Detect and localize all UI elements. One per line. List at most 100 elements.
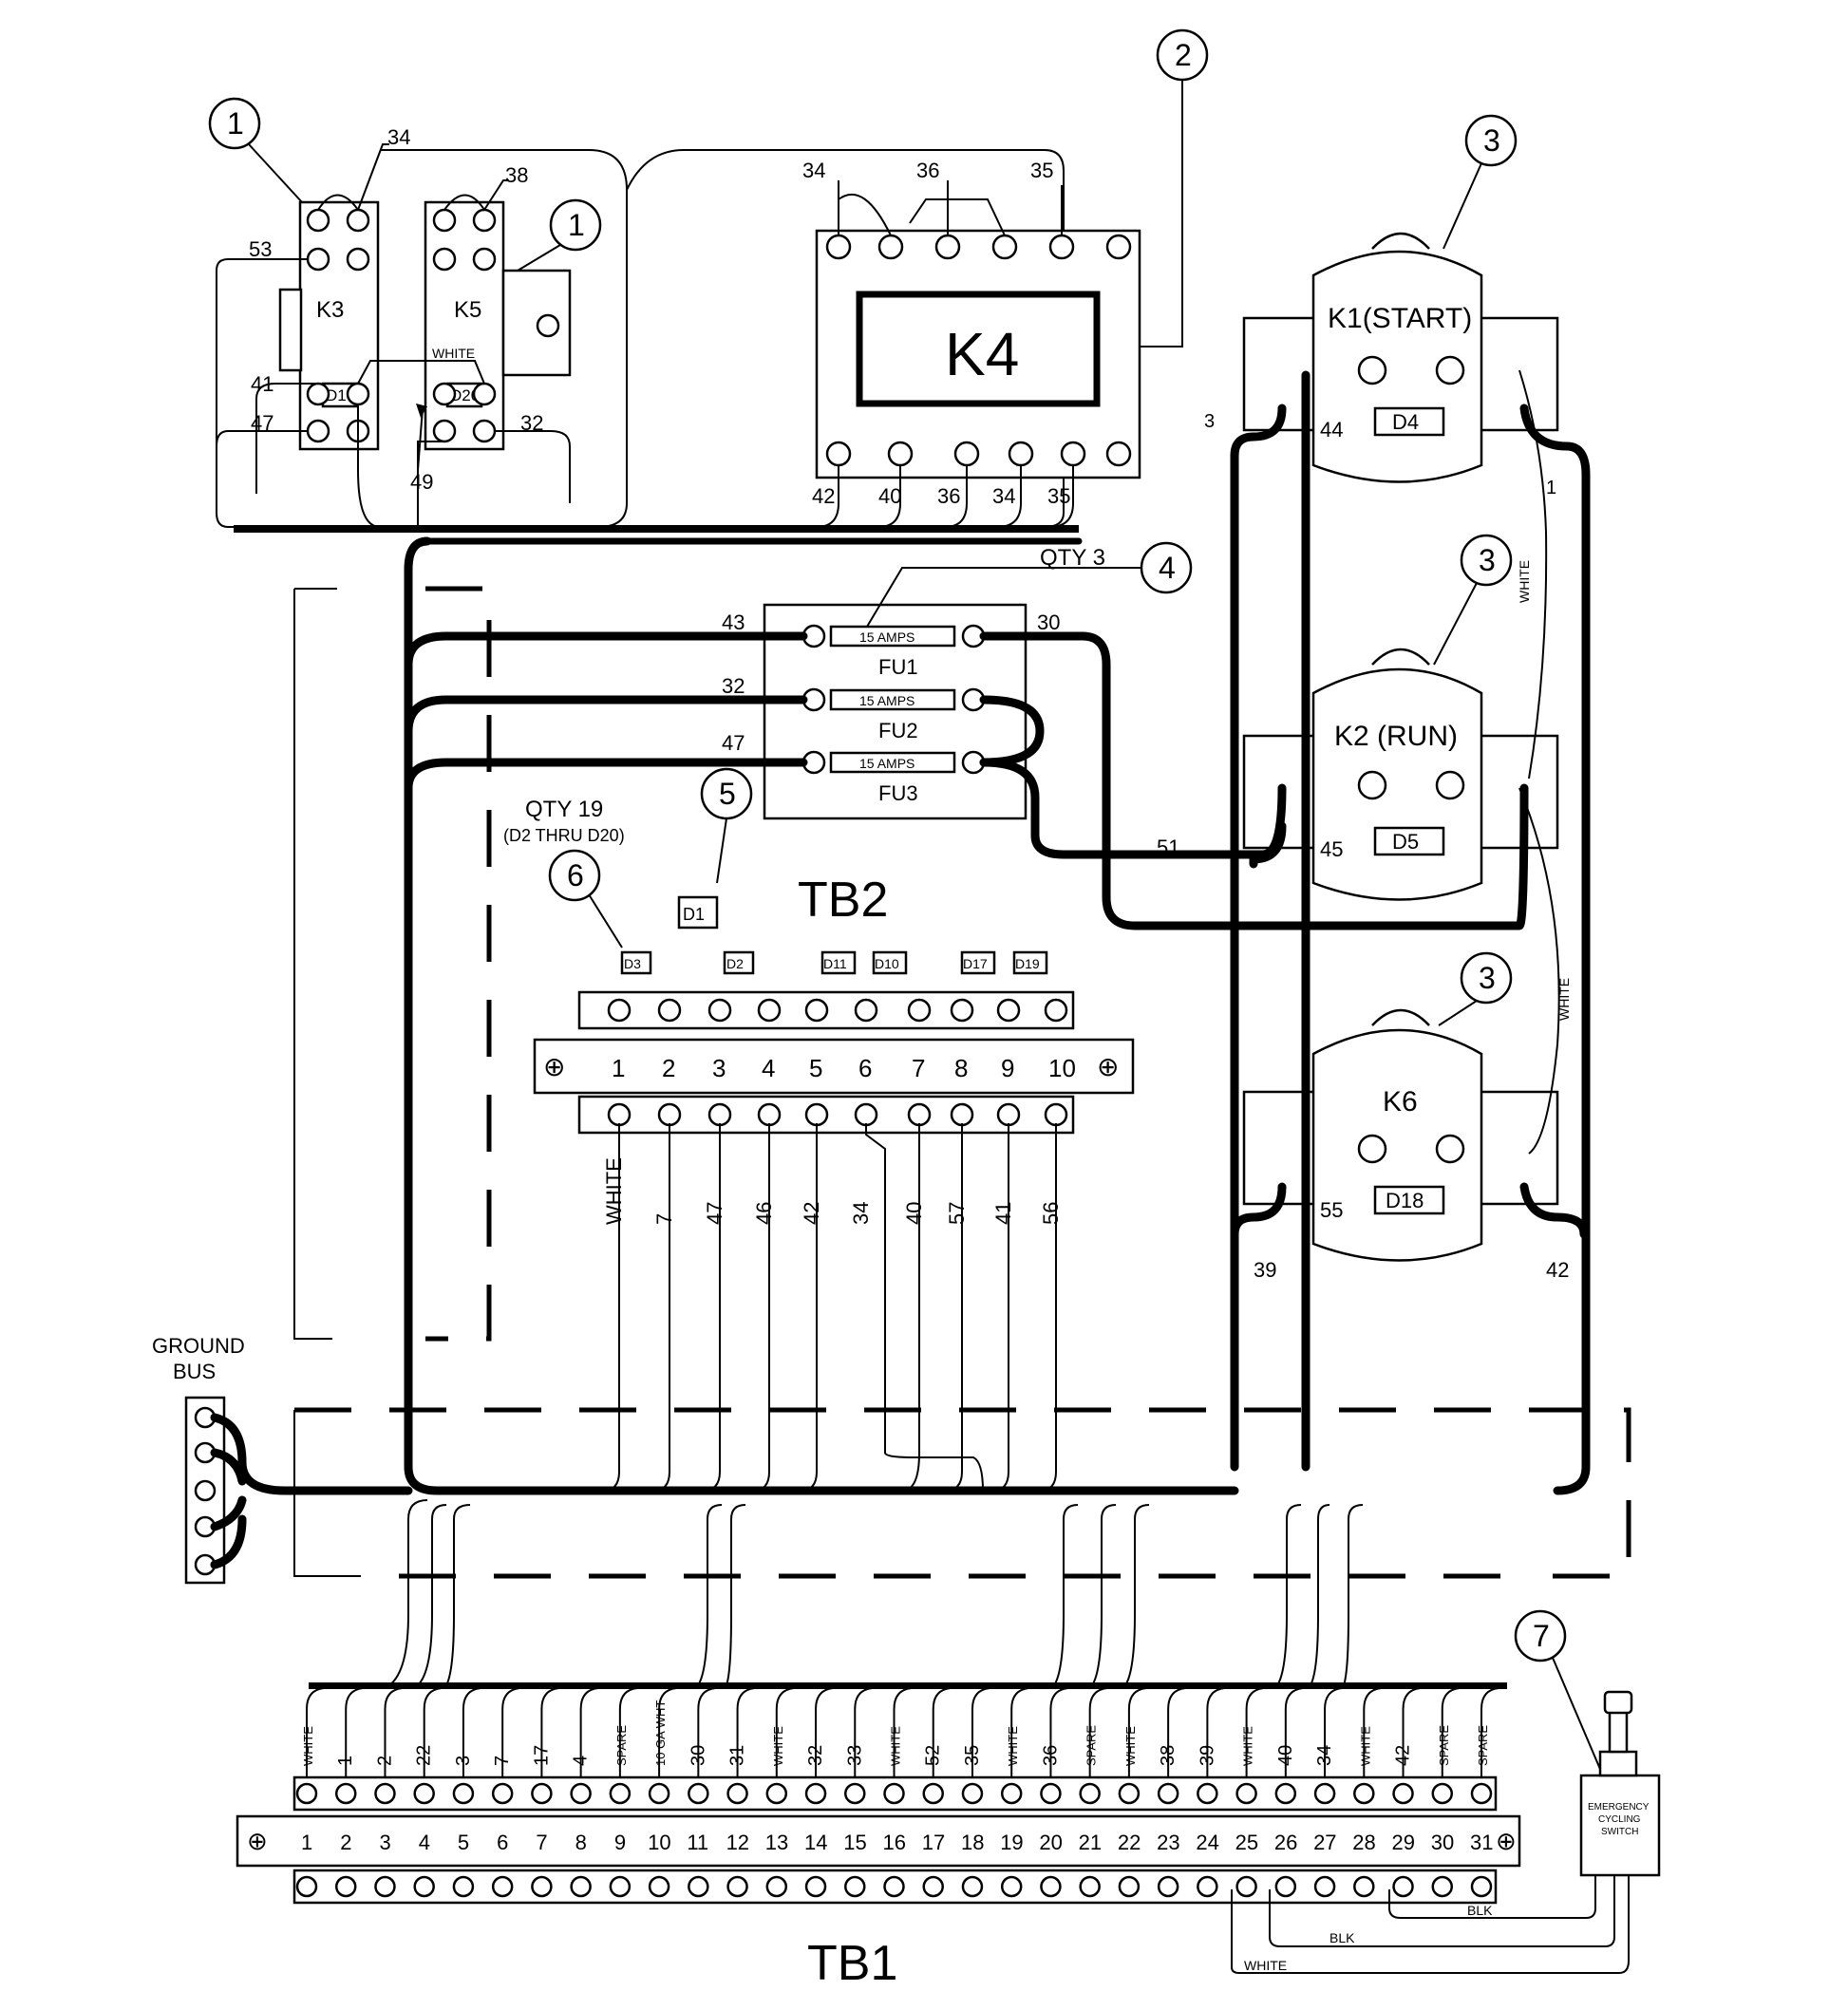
tb1-lower-screw [1431, 1875, 1454, 1898]
tb1-terminal-number: 2 [340, 1831, 351, 1854]
tb2-terminal-number: 1 [612, 1054, 625, 1082]
tb2-lower-screw [996, 1102, 1021, 1127]
tb1-lower-screw [883, 1875, 905, 1898]
svg-text:3: 3 [1204, 411, 1215, 432]
svg-text:D11: D11 [823, 956, 847, 971]
tb1-lower-screw [922, 1875, 944, 1898]
tb2-upper-screw [707, 998, 732, 1023]
tb1-terminal-number: 18 [961, 1831, 984, 1854]
tb1-lower-screw [334, 1875, 357, 1898]
tb2-upper-screw [950, 998, 974, 1023]
tb2-upper-screw [757, 998, 782, 1023]
tb2-wire-label: 41 [991, 1202, 1015, 1225]
svg-text:GROUND: GROUND [152, 1334, 245, 1358]
svg-text:42: 42 [812, 484, 835, 508]
tb1-terminal-number: 11 [687, 1831, 708, 1854]
tb1-wire [423, 1687, 442, 1783]
tb1-lower-screw [1000, 1875, 1023, 1898]
tb1-upper-screw [1040, 1782, 1062, 1805]
tb1-wire [345, 1687, 364, 1783]
svg-text:BLK: BLK [1467, 1903, 1493, 1918]
tb1-wire-label: 52 [923, 1745, 944, 1766]
svg-text:53: 53 [249, 237, 272, 261]
tb1-terminal-number: 19 [1000, 1831, 1023, 1854]
tb1-lower-screw [1157, 1875, 1179, 1898]
svg-text:K4: K4 [945, 320, 1019, 388]
svg-text:32: 32 [520, 411, 543, 435]
tb1-wire [618, 1687, 638, 1783]
tb2-lower-screw [950, 1102, 974, 1127]
tb1-upper-screw [1431, 1782, 1454, 1805]
svg-text:CYCLING: CYCLING [1598, 1814, 1641, 1825]
tb2-terminal-number: 10 [1048, 1054, 1076, 1082]
relay-panel-bar [234, 525, 1079, 533]
svg-text:EMERGENCY: EMERGENCY [1588, 1802, 1650, 1813]
svg-text:SWITCH: SWITCH [1601, 1827, 1638, 1837]
tb1-upper-screw [570, 1782, 592, 1805]
tb1-wire [697, 1687, 716, 1783]
tb1-lower-screw [1079, 1875, 1101, 1898]
tb1-upper-screw [688, 1782, 709, 1805]
tb1-terminal-number: 3 [379, 1831, 390, 1854]
svg-text:47: 47 [251, 411, 273, 435]
tb2-upper-screw [907, 998, 932, 1023]
tb1-upper-screw [804, 1782, 827, 1805]
tb1-lower-screw [452, 1875, 475, 1898]
tb1-terminal-number: 5 [458, 1831, 469, 1854]
tb1-terminal-number: 28 [1352, 1831, 1375, 1854]
tb1-upper-screw [1235, 1782, 1257, 1805]
tb1-wire-label: WHITE [1123, 1726, 1138, 1766]
svg-text:35: 35 [1030, 159, 1053, 182]
svg-text:40: 40 [878, 484, 901, 508]
ground-bus: GROUND BUS [152, 1334, 413, 1585]
tb1-lower-screw [648, 1875, 670, 1898]
svg-text:⊕: ⊕ [247, 1827, 268, 1855]
arrow-head-49 [416, 404, 427, 418]
tb2-block: ⊕ ⊕ [533, 990, 1135, 1135]
tb1-terminal-number: 7 [536, 1831, 547, 1854]
svg-text:WHITE: WHITE [432, 346, 475, 361]
svg-text:7: 7 [1533, 1619, 1550, 1653]
tb1-upper-screw [648, 1782, 670, 1805]
tb1-lower-screw [531, 1875, 553, 1898]
tb2-terminal-number: 9 [1001, 1054, 1014, 1082]
tb1-wire-label: 31 [727, 1745, 748, 1766]
svg-text:41: 41 [251, 372, 273, 396]
tb2-lower-screw [757, 1102, 782, 1127]
svg-text:K3: K3 [316, 297, 344, 323]
tb1-wire-label: 7 [492, 1756, 513, 1766]
svg-text:1: 1 [568, 208, 585, 242]
tb1-wire-label: 1 [335, 1756, 356, 1766]
tb1-wire-label: 10 GA WHT [653, 1700, 668, 1766]
tb1-wire-label: 42 [1393, 1745, 1414, 1766]
tb1-lower-screw [765, 1875, 788, 1898]
tb1-wire-label: 3 [453, 1756, 474, 1766]
tb1-wire-label: 4 [571, 1756, 592, 1766]
tb2-upper-screw [1044, 998, 1068, 1023]
tb1-upper-screw [531, 1782, 553, 1805]
tb1-lower-screw [961, 1875, 984, 1898]
tb2-wire-label: 56 [1039, 1202, 1063, 1225]
tb1-terminal-number: 31 [1470, 1831, 1493, 1854]
svg-text:1: 1 [1546, 478, 1556, 498]
tb1-wire [815, 1687, 834, 1783]
tb2-wire-label: WHITE [602, 1157, 626, 1225]
tb1-lower-screw [1235, 1875, 1257, 1898]
svg-text:3: 3 [1479, 961, 1496, 995]
svg-text:QTY 3: QTY 3 [1040, 545, 1105, 571]
tb1-upper-screw [1313, 1782, 1336, 1805]
tb1-wire [1245, 1687, 1264, 1783]
tb1-wire [1088, 1687, 1107, 1783]
svg-text:34: 34 [802, 159, 825, 182]
tb1-upper-screw [374, 1782, 396, 1805]
tb1-upper-screw [1353, 1782, 1375, 1805]
tb1-wire-label: 35 [962, 1745, 983, 1766]
tb1-terminal-number: 21 [1079, 1831, 1102, 1854]
tb1-upper-screw [883, 1782, 905, 1805]
tb1-wire-label: WHITE [1006, 1726, 1020, 1766]
tb1-wire-label: WHITE [1358, 1726, 1372, 1766]
svg-text:15 AMPS: 15 AMPS [859, 693, 915, 708]
